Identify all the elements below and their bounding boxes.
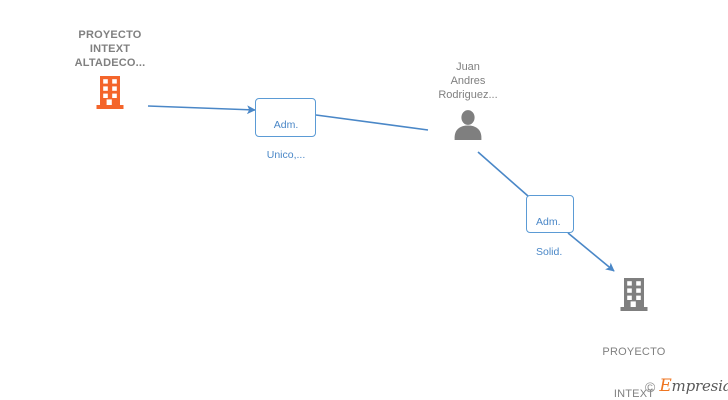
copyright-icon: © (645, 378, 656, 395)
building-icon (620, 278, 648, 311)
node-person[interactable]: Juan Andres Rodriguez... (408, 60, 528, 142)
node-company-sub-icon-wrap (573, 277, 695, 313)
node-company-main-label: PROYECTO INTEXT ALTADECO... (74, 29, 146, 69)
edge-label-line: Adm. (273, 119, 299, 131)
edge-label-line: Adm. (536, 216, 561, 228)
node-person-label: Juan Andres Rodriguez... (438, 61, 498, 101)
edge-adm-unico (147, 105, 429, 131)
node-company-main[interactable]: PROYECTO INTEXT ALTADECO... (36, 28, 184, 110)
edge-label-adm-solid[interactable]: Adm. Solid. (526, 195, 574, 258)
watermark-brand-rest: mpresia (671, 377, 728, 395)
node-company-main-icon-wrap (36, 76, 184, 110)
person-icon (454, 110, 482, 140)
watermark: © Empresia (645, 378, 728, 395)
edge-label-line: Unico,... (266, 149, 306, 161)
edge-label-line: Solid. (536, 246, 563, 258)
node-company-sub[interactable]: PROYECTO INTEXT 2017 SL (573, 277, 695, 400)
watermark-brand-initial: E (659, 376, 672, 396)
node-company-sub-label: PROYECTO INTEXT 2017 SL (602, 346, 666, 400)
edge-label-adm-unico[interactable]: Adm. Unico,... (255, 98, 316, 161)
node-person-icon-wrap (408, 108, 528, 142)
edge-adm-solid (477, 151, 615, 272)
building-icon (96, 76, 124, 109)
watermark-brand: Empresia (659, 378, 728, 395)
